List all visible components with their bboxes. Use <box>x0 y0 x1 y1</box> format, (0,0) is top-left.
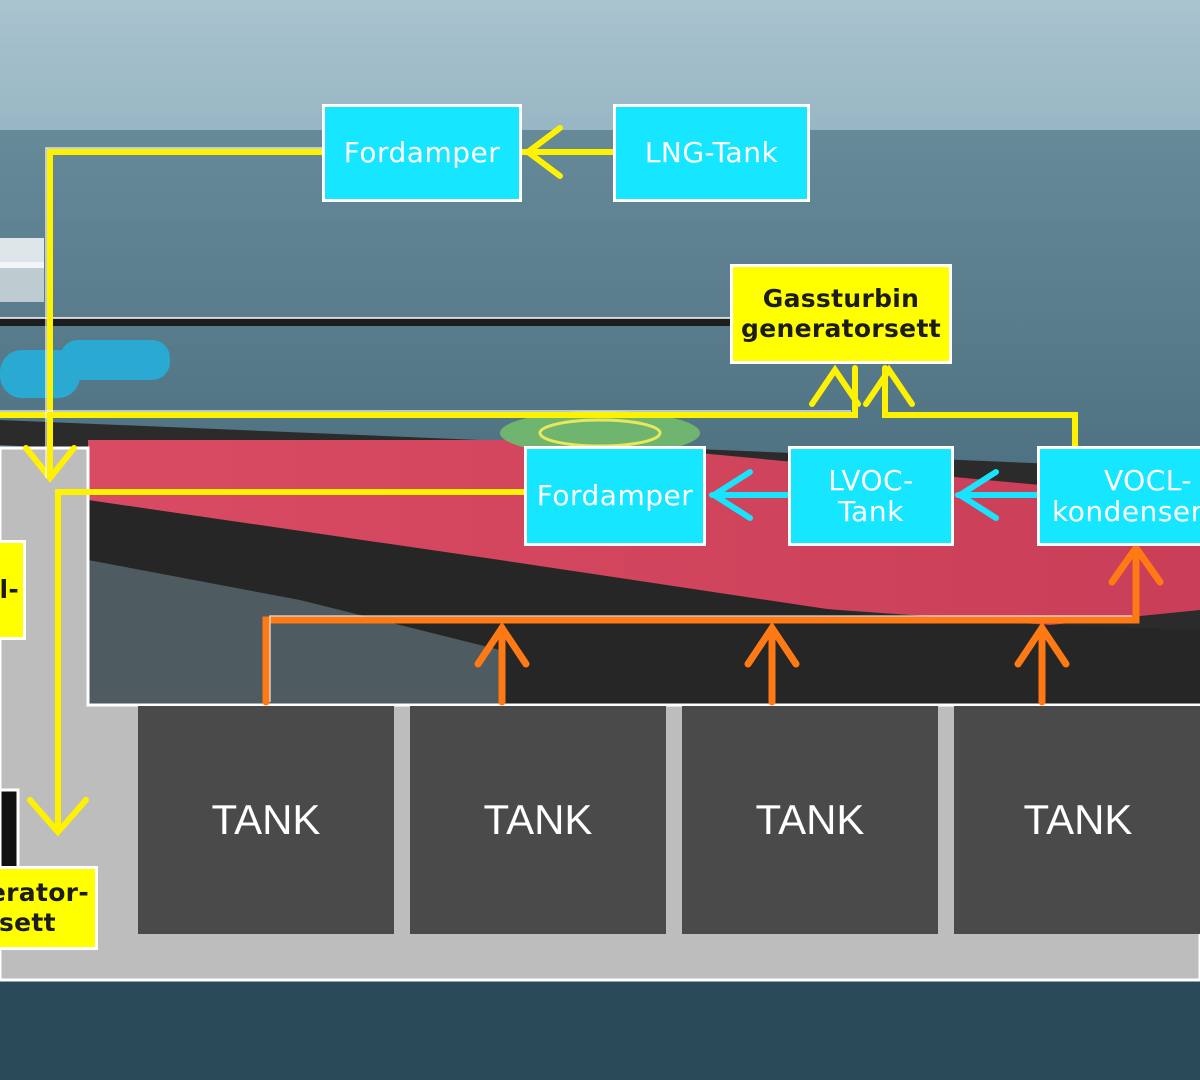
tank-label: TANK <box>483 796 593 843</box>
left-generator-box: erator- sett <box>0 866 98 950</box>
arrow-down-2 <box>27 797 89 837</box>
arrow-orange-1 <box>474 621 530 668</box>
arrow-cyan-1 <box>708 469 753 521</box>
lvoc-label-1: LVOC- <box>828 463 914 497</box>
arrow-orange-2 <box>744 621 800 668</box>
arrow-down-1 <box>23 445 77 483</box>
vocl-label-2: kondenser <box>1052 495 1200 528</box>
lng-tank-box: LNG-Tank <box>613 104 810 202</box>
gassturbin-box: Gassturbin generatorsett <box>730 264 952 364</box>
vocl-label-1: VOCL- <box>1104 463 1192 497</box>
lng-tank-label: LNG-Tank <box>644 136 779 170</box>
generator-housing <box>0 788 20 872</box>
gassturbin-label-2: generatorsett <box>741 314 941 343</box>
left-partial-label-1: l- <box>0 574 19 604</box>
vocl-kondenser-box: VOCL- kondenser <box>1037 446 1200 546</box>
left-generator-label-2: sett <box>0 908 56 937</box>
fordamper-lower-box: Fordamper <box>524 446 706 546</box>
cargo-tank-1: TANK <box>138 706 394 934</box>
tank-label: TANK <box>755 796 865 843</box>
arrow-cyan-2 <box>954 469 999 521</box>
tank-label: TANK <box>211 796 321 843</box>
arrow-lng <box>523 125 563 179</box>
vapor-header <box>262 544 1140 706</box>
lvoc-label-2: Tank <box>838 495 904 528</box>
fordamper-top-label: Fordamper <box>343 136 501 170</box>
arrow-orange-3 <box>1014 621 1070 668</box>
arrow-up-gas-1 <box>809 364 861 407</box>
lvoc-tank-box: LVOC- Tank <box>788 446 954 546</box>
tank-label: TANK <box>1023 796 1133 843</box>
cargo-tank-3: TANK <box>682 706 938 934</box>
fuel-line-gas <box>0 365 858 418</box>
fuel-line-vocl <box>882 365 1078 451</box>
cargo-tank-2: TANK <box>410 706 666 934</box>
gassturbin-label-1: Gassturbin <box>762 283 920 313</box>
fordamper-lower-label: Fordamper <box>536 479 694 513</box>
fuel-line-lower <box>55 489 529 833</box>
fordamper-top-box: Fordamper <box>322 104 522 202</box>
cargo-tank-4: TANK <box>954 706 1200 934</box>
left-generator-label-1: erator- <box>0 877 89 907</box>
fuel-line-top <box>47 149 329 481</box>
arrow-orange-4 <box>1108 541 1164 586</box>
left-partial-box-1: l- <box>0 540 26 640</box>
arrow-up-gas-2 <box>863 364 915 407</box>
